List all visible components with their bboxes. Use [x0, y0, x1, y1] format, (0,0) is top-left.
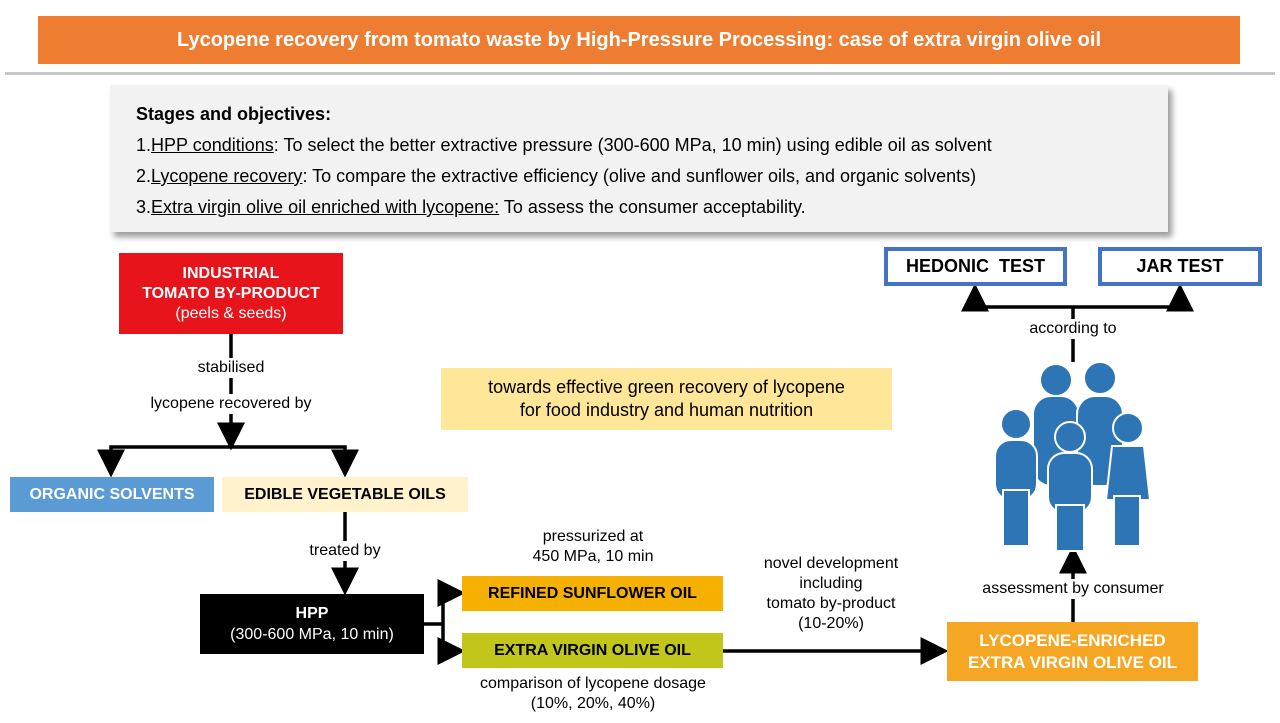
evoo-node: EXTRA VIRGIN OLIVE OIL: [462, 633, 723, 668]
num: 2.: [136, 166, 152, 186]
title-banner: Lycopene recovery from tomato waste by H…: [38, 16, 1240, 64]
line: novel development: [763, 555, 899, 572]
text: REFINED SUNFLOWER OIL: [488, 584, 697, 602]
line: LYCOPENE-ENRICHED: [979, 630, 1166, 650]
objective-item: 2.Lycopene recovery: To compare the extr…: [136, 161, 1142, 192]
line: HPP: [295, 605, 329, 622]
line: towards effective green recovery of lyco…: [488, 377, 845, 397]
key: Extra virgin olive oil enriched with lyc…: [151, 197, 500, 217]
consumers-icon: [994, 361, 1152, 552]
objective-item: 1.HPP conditions: To select the better e…: [136, 130, 1142, 161]
line: including: [799, 575, 863, 592]
label-treated: treated by: [295, 541, 395, 561]
text: EDIBLE VEGETABLE OILS: [244, 485, 446, 503]
text: JAR TEST: [1136, 256, 1224, 276]
sunflower-oil-node: REFINED SUNFLOWER OIL: [462, 576, 723, 611]
text: : To select the better extractive pressu…: [273, 135, 992, 155]
text: EXTRA VIRGIN OLIVE OIL: [494, 641, 691, 659]
line: (10%, 20%, 40%): [530, 695, 656, 712]
jar-test-node: JAR TEST: [1098, 247, 1262, 286]
line: TOMATO BY-PRODUCT: [142, 284, 320, 302]
text: ORGANIC SOLVENTS: [29, 485, 195, 503]
label-comparison: comparison of lycopene dosage (10%, 20%, …: [452, 674, 734, 714]
line: tomato by-product: [766, 595, 896, 612]
label-according: according to: [1012, 319, 1134, 339]
label-stabilised: stabilised: [185, 358, 277, 378]
text: HEDONIC TEST: [905, 256, 1045, 276]
objectives-panel: Stages and objectives: 1.HPP conditions:…: [110, 85, 1168, 232]
edible-oils-node: EDIBLE VEGETABLE OILS: [222, 477, 468, 512]
text: : To compare the extractive efficiency (…: [302, 166, 977, 186]
branch: [109, 445, 347, 470]
label-pressurized: pressurized at 450 MPa, 10 min: [503, 527, 683, 567]
line: pressurized at: [542, 528, 644, 545]
label-novel: novel development including tomato by-prod…: [741, 554, 921, 634]
label-assessment: assessment by consumer: [960, 579, 1186, 599]
line: EXTRA VIRGIN OLIVE OIL: [967, 652, 1178, 672]
hedonic-test-node: HEDONIC TEST: [884, 247, 1067, 286]
line: 450 MPa, 10 min: [532, 548, 654, 565]
line: for food industry and human nutrition: [519, 400, 814, 420]
tomato-byproduct-node: INDUSTRIAL TOMATO BY-PRODUCT (peels & seed…: [119, 253, 343, 334]
label-recovered: lycopene recovered by: [135, 394, 327, 414]
line: (peels & seeds): [175, 304, 287, 322]
objectives-heading: Stages and objectives:: [136, 104, 332, 124]
num: 1.: [136, 135, 152, 155]
key: HPP conditions: [151, 135, 274, 155]
green-recovery-note: towards effective green recovery of lyco…: [441, 368, 892, 430]
branch-hpp: [424, 593, 445, 651]
hpp-node: HPP (300-600 MPa, 10 min): [200, 594, 424, 654]
organic-solvents-node: ORGANIC SOLVENTS: [10, 477, 214, 512]
objective-item: 3.Extra virgin olive oil enriched with l…: [136, 192, 1142, 223]
text: To assess the consumer acceptability.: [499, 197, 806, 217]
line: (300-600 MPa, 10 min): [230, 626, 394, 643]
line: INDUSTRIAL: [182, 264, 280, 282]
line: comparison of lycopene dosage: [480, 675, 706, 692]
divider: [5, 72, 1275, 75]
line: (10-20%): [798, 615, 864, 632]
title-text: Lycopene recovery from tomato waste by H…: [176, 28, 1101, 51]
key: Lycopene recovery: [151, 166, 303, 186]
num: 3.: [136, 197, 152, 217]
